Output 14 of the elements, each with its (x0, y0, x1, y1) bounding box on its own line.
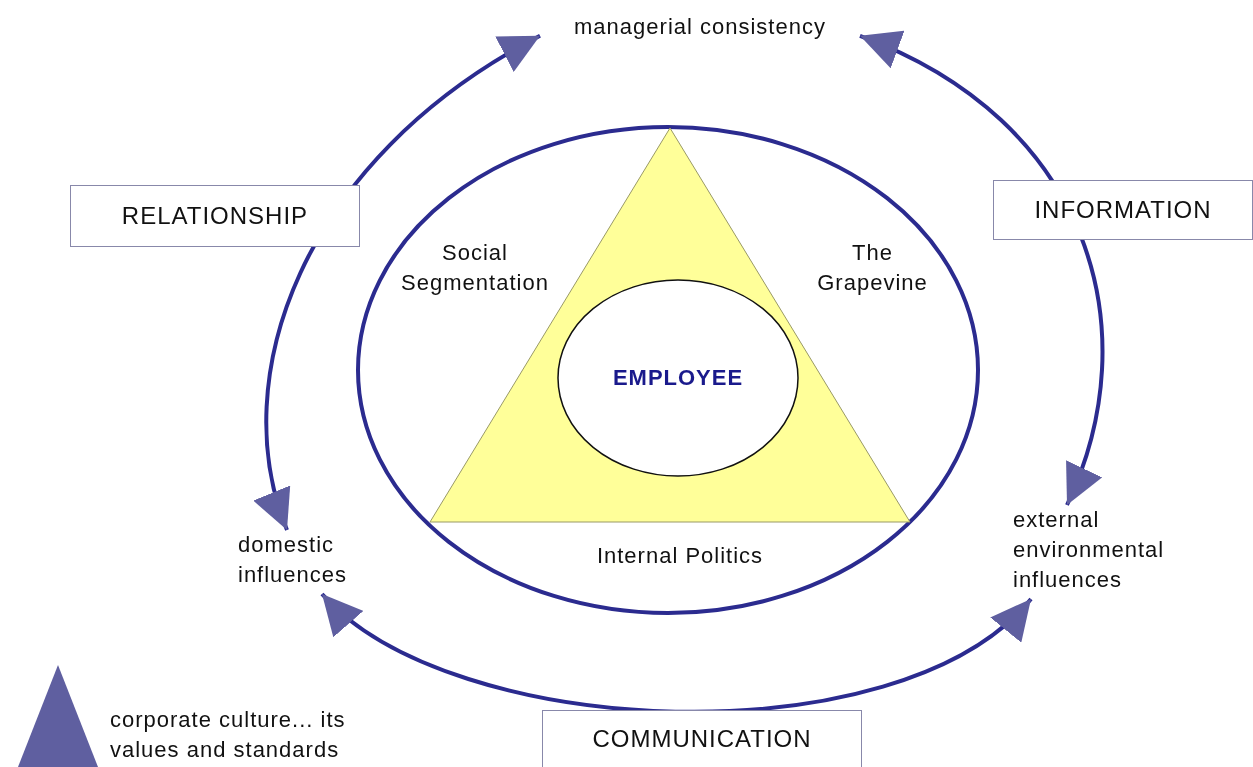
node-label: managerial consistency (540, 12, 860, 46)
edge-label: RELATIONSHIP (70, 185, 360, 247)
arrow (859, 33, 1104, 506)
arrow (255, 34, 541, 531)
node-label: external environmental influences (1013, 505, 1193, 599)
node-label: domestic influences (238, 530, 378, 594)
side-label: Internal Politics (595, 542, 765, 570)
side-label: The Grapevine (816, 239, 929, 297)
side-label: Social Segmentation (400, 239, 550, 297)
employee-ellipse: EMPLOYEE (556, 278, 800, 478)
legend-text: corporate culture... its values and standards (110, 706, 347, 764)
edge-label: COMMUNICATION (542, 710, 862, 767)
ellipse-outline (356, 125, 980, 615)
edge-label: INFORMATION (993, 180, 1253, 240)
